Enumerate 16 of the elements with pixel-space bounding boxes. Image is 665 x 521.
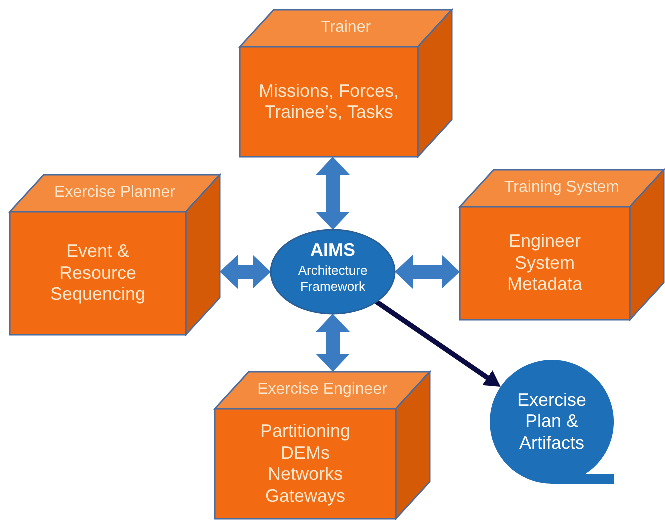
arrow: [316, 157, 350, 230]
arrow: [220, 255, 271, 289]
cube-text: Engineer System Metadata: [506, 231, 584, 296]
cube-heading: Exercise Engineer: [256, 380, 388, 399]
cube-text: Missions, Forces, Trainee’s, Tasks: [258, 80, 400, 124]
cube-heading: Exercise Planner: [54, 182, 176, 202]
cube-text: Partitioning DEMs Networks Gateways: [259, 421, 352, 508]
ellipse-title: AIMS: [310, 240, 356, 262]
cube-text: Event & Resource Sequencing: [49, 241, 147, 306]
cube-heading: Training System: [504, 178, 620, 197]
arrow: [316, 314, 350, 372]
arrow: [375, 300, 501, 387]
shape-text: Exercise Plan & Artifacts: [516, 390, 588, 454]
cube-heading: Trainer: [320, 18, 372, 37]
ellipse-text: Architecture Framework: [297, 263, 369, 294]
arrow: [395, 255, 460, 289]
